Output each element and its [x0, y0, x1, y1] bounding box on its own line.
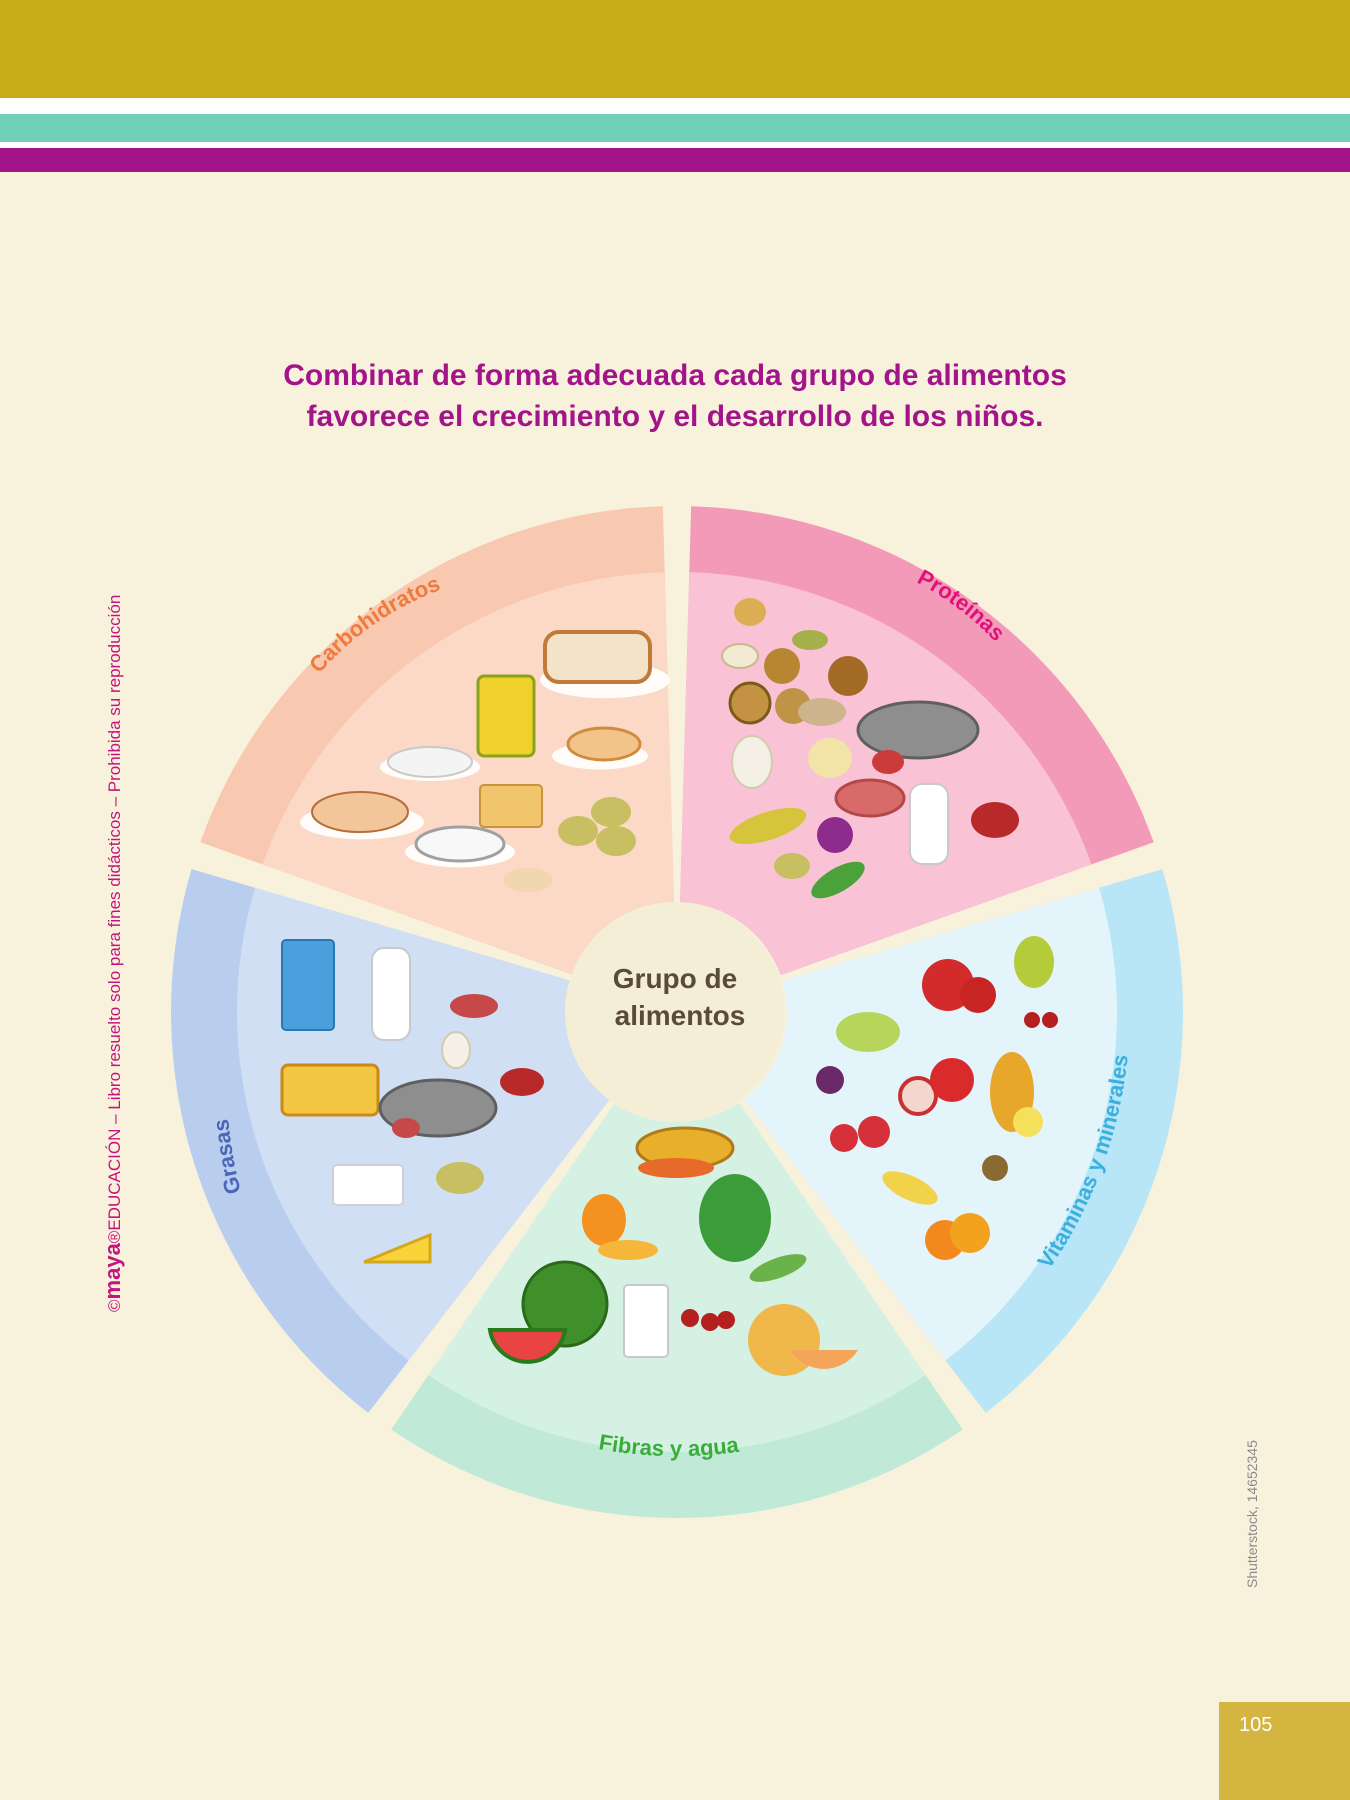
- header-band-teal: [0, 114, 1350, 142]
- cherry-icon: [701, 1313, 719, 1331]
- egg-icon: [731, 735, 773, 789]
- strawberry-icon: [858, 1116, 890, 1148]
- onion-icon: [817, 817, 853, 853]
- mushroom-icon: [828, 656, 868, 696]
- papaya-half-icon: [638, 1158, 714, 1178]
- nuts-icon: [734, 598, 766, 626]
- beans-white-icon: [808, 738, 852, 778]
- mango-icon: [582, 1194, 626, 1246]
- page-number: 105: [1239, 1714, 1273, 1736]
- page-heading: Combinar de forma adecuada cada grupo de…: [175, 355, 1175, 437]
- spinach-icon: [699, 1174, 771, 1262]
- meat-small-icon: [392, 1118, 420, 1138]
- potato-icon: [774, 853, 810, 879]
- header-band-white: [0, 98, 1350, 114]
- crackers-icon: [479, 784, 543, 828]
- potato-icon: [596, 826, 636, 856]
- cheese-icon: [363, 1232, 432, 1264]
- leaf-icon: [792, 630, 828, 650]
- strawberry-icon: [830, 1124, 858, 1152]
- meat-icon: [450, 994, 498, 1018]
- center-title-line-2: alimentos: [615, 1000, 746, 1031]
- cookie-bread-icon: [311, 791, 409, 833]
- cashew-icon: [721, 643, 759, 669]
- tofu-icon: [332, 1164, 404, 1206]
- rice-plate-icon: [414, 825, 506, 863]
- header-band-magenta: [0, 148, 1350, 172]
- meat-small-icon: [872, 750, 904, 774]
- cherry-icon: [1024, 1012, 1040, 1028]
- milk-bottle-icon: [909, 783, 949, 865]
- doughnut-nut-icon: [728, 681, 772, 725]
- orange-icon: [950, 1213, 990, 1253]
- segment-vitaminas-inner: [744, 887, 1117, 1361]
- bread-loaf-icon: [543, 630, 652, 684]
- snack-icon: [504, 868, 552, 892]
- heading-line-1: Combinar de forma adecuada cada grupo de…: [283, 359, 1067, 392]
- apple-half-icon: [898, 1076, 938, 1116]
- milk-carton-icon: [281, 939, 335, 1031]
- fish-icon: [856, 700, 980, 760]
- header-band-gold: [0, 0, 1350, 98]
- banana-icon: [882, 1171, 938, 1205]
- pasta-plate-icon: [387, 746, 473, 778]
- grapes-icon: [836, 1012, 900, 1052]
- watermelon-slice-icon: [487, 1328, 568, 1364]
- potato-icon: [558, 816, 598, 846]
- mango-slice-icon: [598, 1240, 658, 1260]
- oat-meal-box-icon: [476, 674, 536, 758]
- food-illustrations: [280, 598, 1058, 1376]
- peas-icon: [811, 861, 865, 899]
- green-beans-icon: [749, 1254, 807, 1282]
- heading-line-2: favorece el crecimiento y el desarrollo …: [306, 400, 1044, 433]
- milk-bottle-icon: [371, 947, 411, 1041]
- wheel-center: [565, 902, 785, 1122]
- mushroom-icon: [764, 648, 800, 684]
- corn-icon: [729, 807, 807, 845]
- page-number-box: 105: [1219, 1702, 1350, 1800]
- kiwi-icon: [982, 1155, 1008, 1181]
- kidney-beans-icon: [971, 802, 1019, 838]
- potato-icon: [591, 797, 631, 827]
- meat-icon: [834, 778, 906, 818]
- butter-icon: [280, 1063, 380, 1117]
- melon-slice-icon: [790, 1350, 858, 1369]
- cherry-icon: [717, 1311, 735, 1329]
- plum-icon: [816, 1066, 844, 1094]
- cherry-icon: [1042, 1012, 1058, 1028]
- almond-icon: [798, 698, 846, 726]
- pear-icon: [1014, 936, 1054, 988]
- pineapple-slice-icon: [1013, 1107, 1043, 1137]
- apple-icon: [930, 1058, 974, 1102]
- pomegranate-half-icon: [960, 977, 996, 1013]
- egg-icon: [441, 1031, 471, 1069]
- kidney-beans-icon: [500, 1068, 544, 1096]
- watermelon-icon: [521, 1260, 609, 1348]
- cherry-icon: [681, 1309, 699, 1327]
- center-title-line-1: Grupo de: [613, 963, 737, 994]
- rolls-icon: [566, 726, 642, 762]
- water-glass-icon: [623, 1284, 669, 1358]
- potato-icon: [436, 1162, 484, 1194]
- header-band-gap: [0, 142, 1350, 148]
